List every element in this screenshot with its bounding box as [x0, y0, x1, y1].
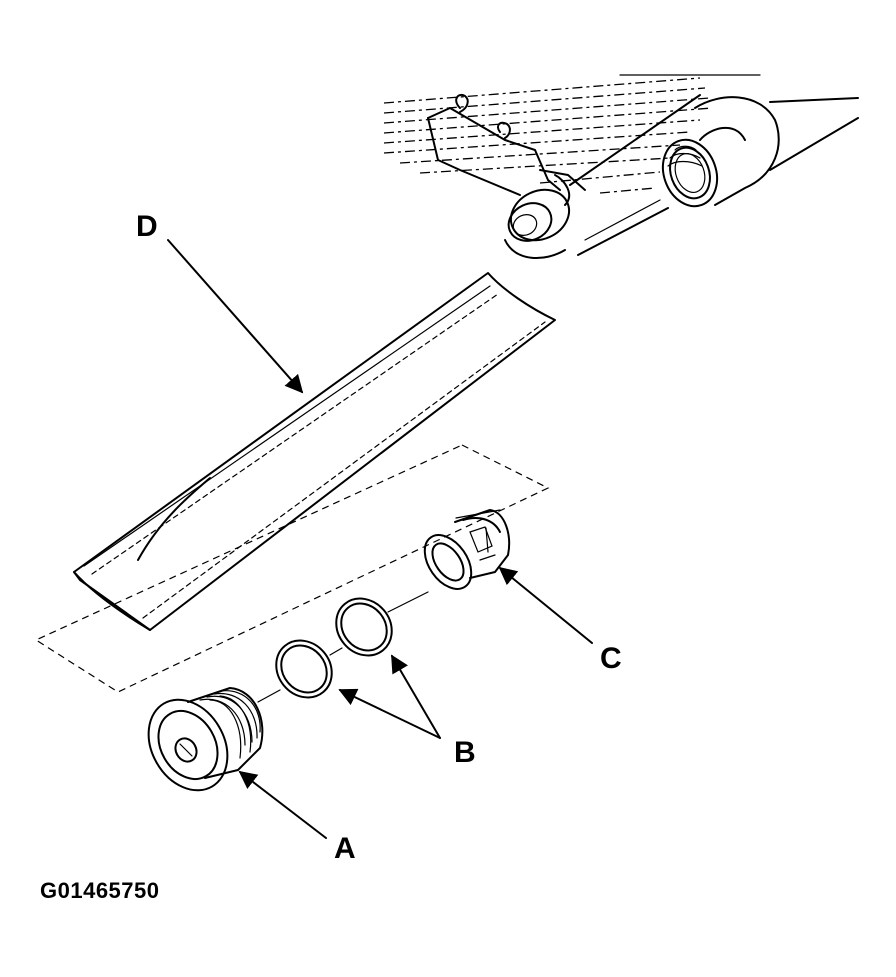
tube-port: [661, 96, 780, 208]
drain-plug: [147, 687, 264, 792]
label-a: A: [334, 832, 356, 865]
mounting-bracket: [427, 94, 586, 206]
leader-lines: [167, 239, 593, 839]
assembly-axis: [257, 591, 429, 703]
label-b: B: [454, 736, 476, 769]
filter-element: [423, 509, 510, 590]
label-d: D: [136, 210, 158, 243]
bracket-boss: [504, 188, 571, 260]
condenser-fins: [383, 74, 761, 194]
condenser-assembly: [383, 74, 859, 260]
label-c: C: [600, 642, 622, 675]
desiccant-bag: [73, 272, 556, 631]
figure-id: G01465750: [40, 878, 160, 903]
receiver-tube: [569, 94, 859, 256]
o-rings: [275, 597, 393, 699]
exploded-outline: [34, 444, 550, 693]
